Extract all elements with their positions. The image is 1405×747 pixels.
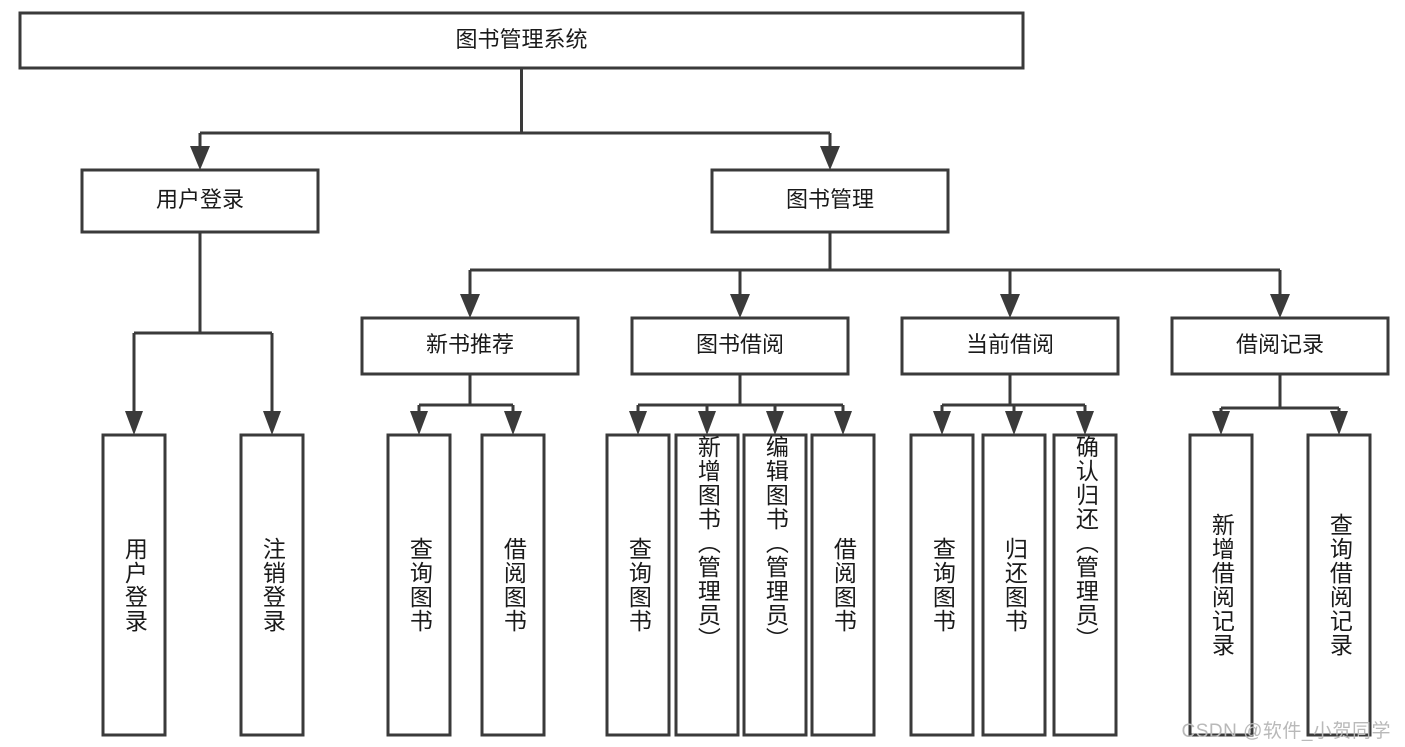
arrow-head-leaf-11: [1076, 411, 1094, 435]
leaf-box-query-book-3[interactable]: [909, 433, 975, 737]
node-book-management-label: 图书管理: [786, 187, 874, 212]
node-root-system-label: 图书管理系统: [455, 27, 587, 52]
arrow-head-current-borrow: [1000, 294, 1020, 318]
connector-new-book-to-leaves: [410, 374, 522, 435]
node-book-borrow[interactable]: 图书借阅: [630, 316, 850, 376]
arrow-head-leaf-2: [263, 411, 281, 435]
node-book-borrow-box[interactable]: [630, 316, 850, 376]
node-borrow-record-box[interactable]: [1170, 316, 1390, 376]
node-current-borrow-label: 当前借阅: [966, 332, 1054, 357]
node-root-system-box[interactable]: [18, 11, 1025, 70]
leaf-box-return-book[interactable]: [981, 433, 1047, 737]
node-new-book-recommend-label: 新书推荐: [426, 332, 514, 357]
arrow-head-leaf-4: [504, 411, 522, 435]
connector-book-borrow-to-leaves: [629, 374, 852, 435]
leaf-box-logout[interactable]: [239, 433, 305, 737]
node-borrow-record-label: 借阅记录: [1236, 332, 1324, 357]
leaf-box-query-book-1[interactable]: [386, 433, 452, 737]
watermark-text: CSDN @软件_小贺同学: [1181, 721, 1391, 742]
arrow-head-borrow-record: [1270, 294, 1290, 318]
leaf-box-edit-book-admin[interactable]: [742, 433, 808, 737]
leaf-box-borrow-book-1[interactable]: [480, 433, 546, 737]
node-user-login-box[interactable]: [80, 168, 320, 234]
arrow-head-leaf-12: [1212, 411, 1230, 435]
arrow-head-user-login: [190, 146, 210, 170]
arrow-head-leaf-5: [629, 411, 647, 435]
arrow-head-leaf-8: [834, 411, 852, 435]
leaf-box-borrow-book-2[interactable]: [810, 433, 876, 737]
connector-root-to-level1: [190, 68, 840, 170]
leaf-box-confirm-return-admin[interactable]: [1052, 433, 1118, 737]
arrow-head-leaf-6: [698, 411, 716, 435]
connector-borrow-record-to-leaves: [1212, 374, 1348, 435]
connector-user-login-to-leaves: [125, 232, 281, 435]
arrow-head-book-manage: [820, 146, 840, 170]
arrow-head-leaf-9: [933, 411, 951, 435]
node-book-management[interactable]: 图书管理: [710, 168, 950, 234]
arrow-head-book-borrow: [730, 294, 750, 318]
node-new-book-recommend[interactable]: 新书推荐: [360, 316, 580, 376]
leaf-box-user-login[interactable]: [101, 433, 167, 737]
arrow-head-leaf-10: [1005, 411, 1023, 435]
connector-book-manage-to-level2: [460, 232, 1290, 318]
arrow-head-new-book: [460, 294, 480, 318]
node-root-system[interactable]: 图书管理系统: [18, 11, 1025, 70]
leaf-box-add-book-admin[interactable]: [674, 433, 740, 737]
arrow-head-leaf-3: [410, 411, 428, 435]
node-borrow-record[interactable]: 借阅记录: [1170, 316, 1390, 376]
arrow-head-leaf-7: [766, 411, 784, 435]
leaf-box-query-borrow-record[interactable]: [1306, 433, 1372, 737]
node-current-borrow-box[interactable]: [900, 316, 1120, 376]
connector-current-borrow-to-leaves: [933, 374, 1094, 435]
leaf-box-query-book-2[interactable]: [605, 433, 671, 737]
leaf-box-add-borrow-record[interactable]: [1188, 433, 1254, 737]
node-book-management-box[interactable]: [710, 168, 950, 234]
node-book-borrow-label: 图书借阅: [696, 332, 784, 357]
node-new-book-recommend-box[interactable]: [360, 316, 580, 376]
arrow-head-leaf-1: [125, 411, 143, 435]
node-current-borrow[interactable]: 当前借阅: [900, 316, 1120, 376]
arrow-head-leaf-13: [1330, 411, 1348, 435]
node-user-login-label: 用户登录: [156, 187, 244, 212]
node-user-login[interactable]: 用户登录: [80, 168, 320, 234]
